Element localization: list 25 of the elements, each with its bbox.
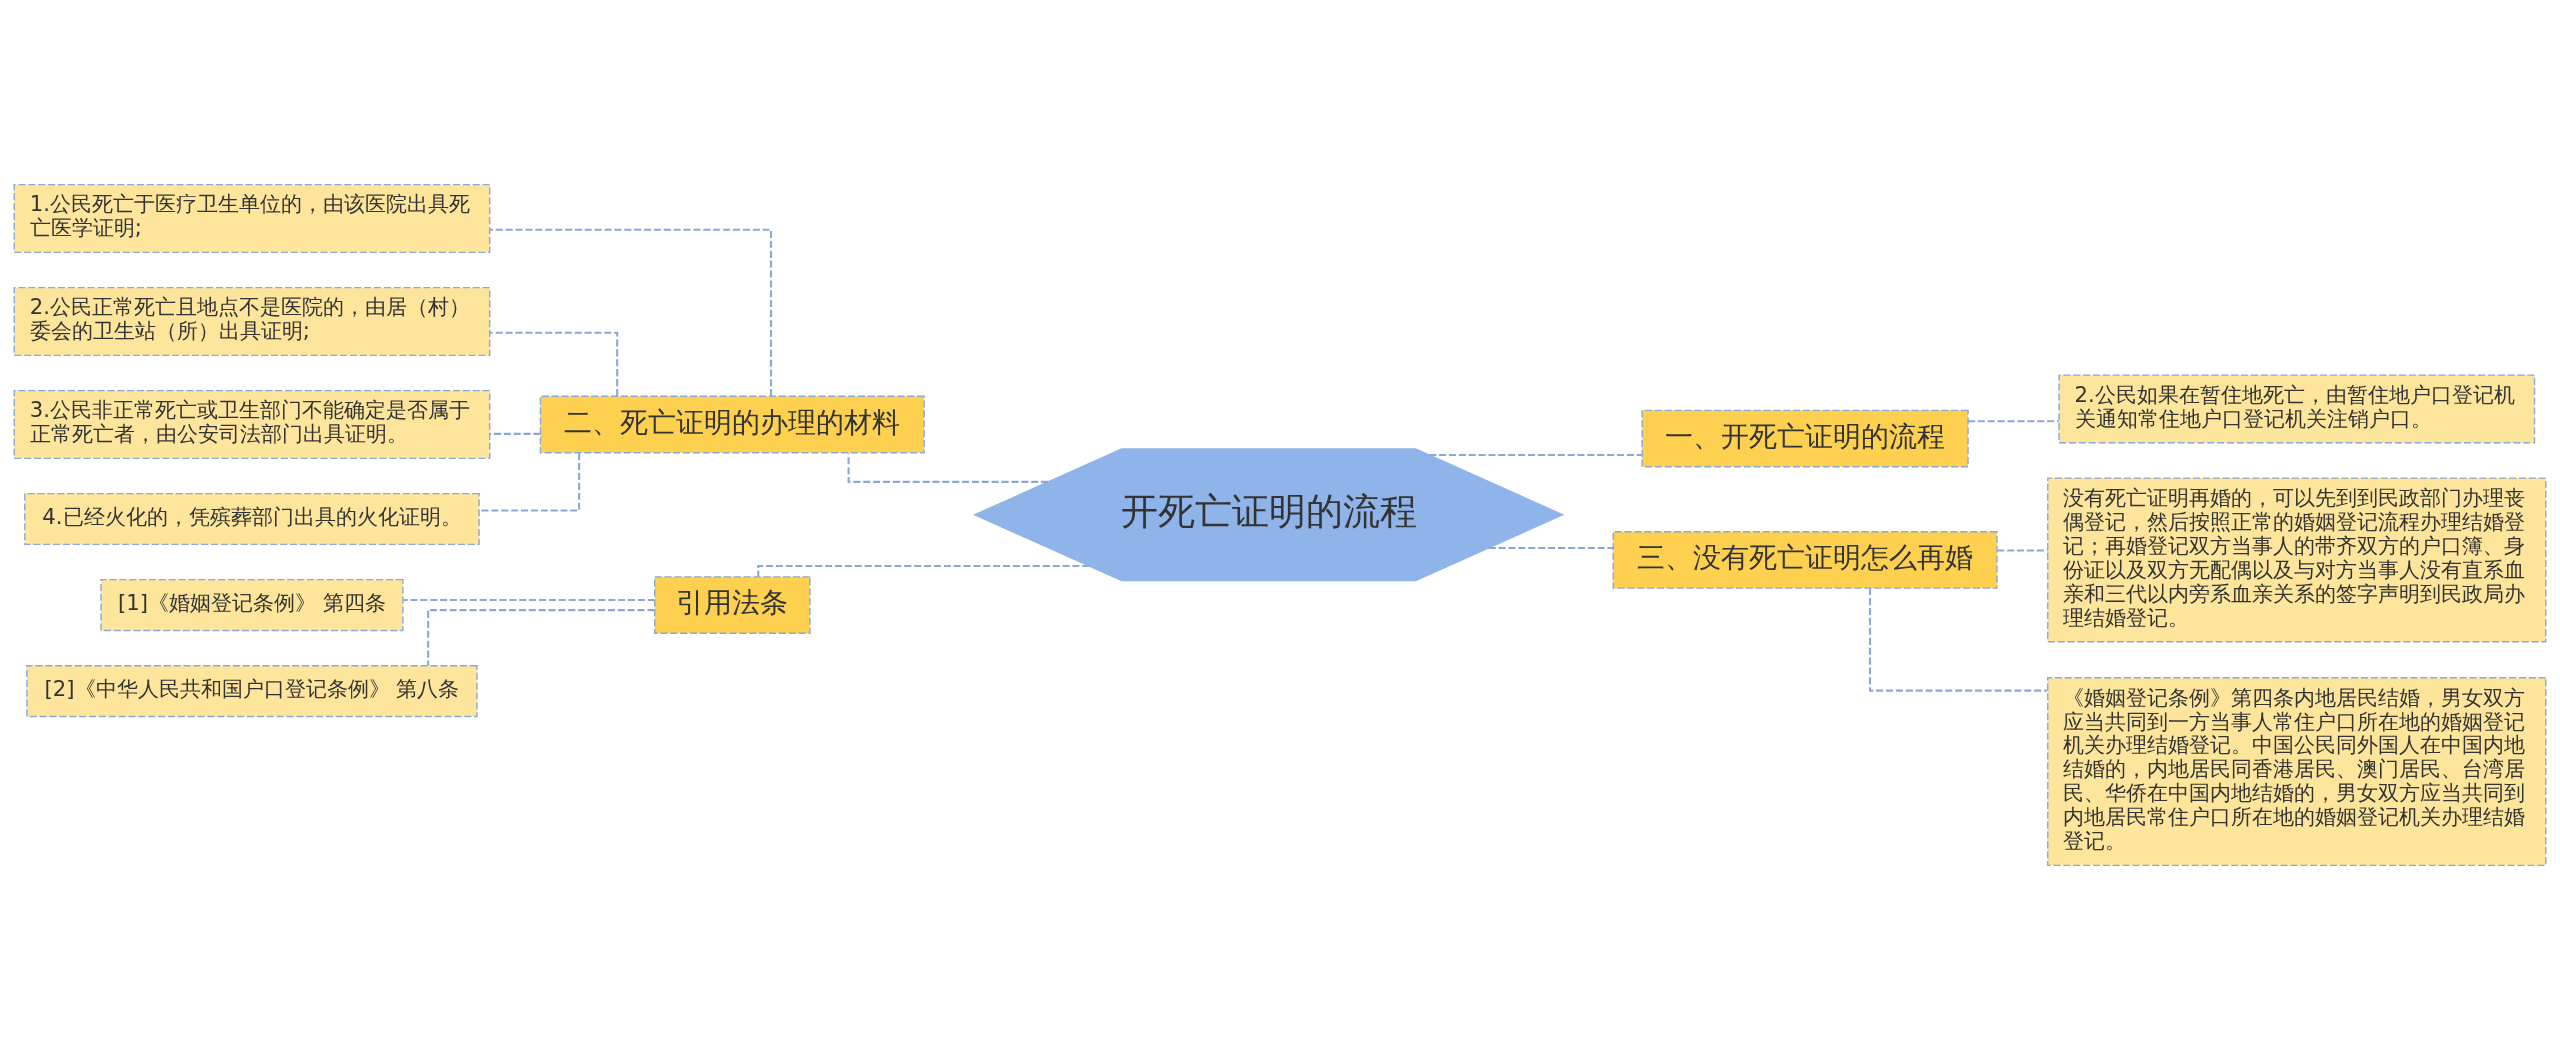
connector (403, 598, 655, 602)
connector (427, 609, 655, 666)
connector (1968, 420, 2059, 423)
node-box: 没有死亡证明再婚的，可以先到到民政部门办理丧偶登记，然后按照正常的婚姻登记流程办理结婚登记；再婚登记双方当事人的带齐双方的户口簿、身份证以及双方无配偶以及与对方当事人没有直系血亲和三代以内旁系血亲关系的签字声明到民政局办理结婚登记。 (2047, 477, 2547, 643)
node-box: [1]《婚姻登记条例》 第四条 (100, 578, 404, 632)
connector (757, 564, 1090, 577)
connector (489, 432, 541, 435)
node-box: 2.公民如果在暂住地死亡，由暂住地户口登记机关通知常住地户口登记机关注销户口。 (2058, 374, 2536, 444)
connector (479, 453, 581, 512)
connector (489, 331, 619, 396)
node-box: [2]《中华人民共和国户口登记条例》 第八条 (26, 665, 478, 718)
connector (1997, 549, 2048, 552)
connector (1488, 546, 1614, 549)
node-box: 二、死亡证明的办理的材料 (539, 395, 925, 454)
connector (489, 228, 773, 397)
node-box: 3.公民非正常死亡或卫生部门不能确定是否属于正常死亡者，由公安司法部门出具证明。 (13, 389, 491, 460)
connector (1429, 453, 1642, 457)
node-box: 一、开死亡证明的流程 (1641, 409, 1969, 468)
node-box: 引用法条 (654, 576, 811, 634)
connector (1868, 588, 2048, 692)
node-box: 三、没有死亡证明怎么再婚 (1612, 531, 1998, 589)
node-box: 《婚姻登记条例》第四条内地居民结婚，男女双方应当共同到一方当事人常住户口所在地的婚姻登记机关办理结婚登记。中国公民同外国人在中国内地结婚的，内地居民同香港居民、澳门居民、台湾居民、华侨在中国内地结婚的，男女双方应当共同到内地居民常住户口所在地的婚姻登记机关办理结婚登记。 (2047, 677, 2547, 867)
node-box: 2.公民正常死亡且地点不是医院的，由居（村）委会的卫生站（所）出具证明; (13, 286, 491, 357)
node-box: 4.已经火化的，凭殡葬部门出具的火化证明。 (24, 492, 480, 546)
node-box: 1.公民死亡于医疗卫生单位的，由该医院出具死亡医学证明; (13, 183, 491, 254)
